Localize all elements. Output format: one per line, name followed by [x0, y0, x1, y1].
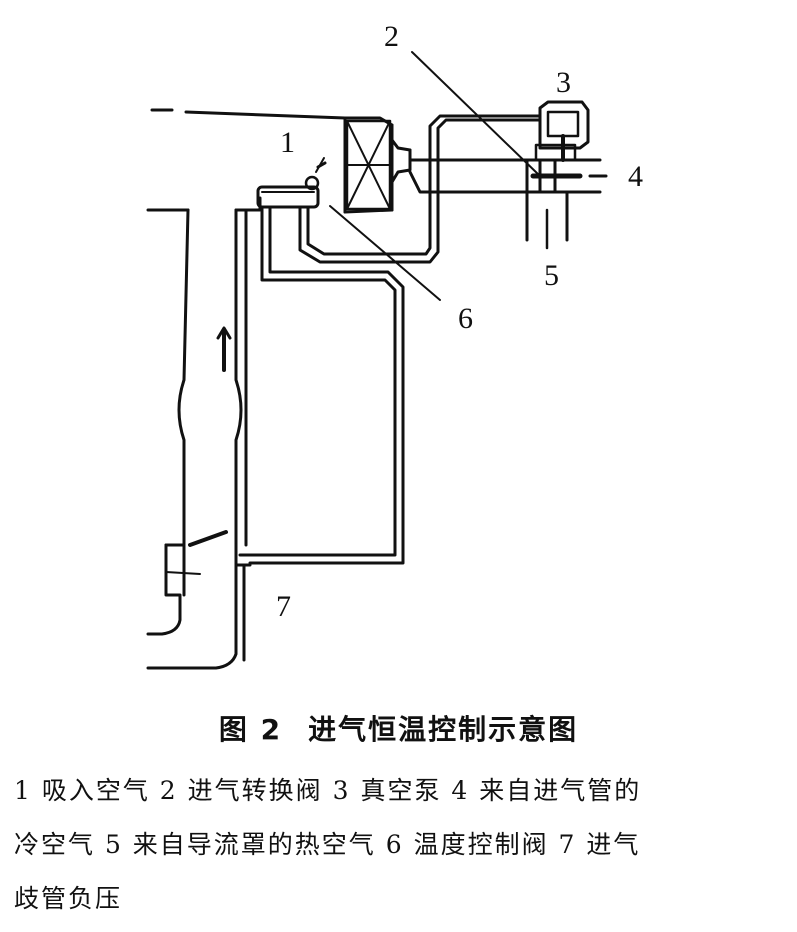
flow-arrows: [188, 174, 608, 547]
vacuum-pump: [538, 100, 590, 162]
callout-7: 7: [276, 590, 291, 623]
air-filter-housing: [343, 116, 412, 214]
figure-legend: 1 吸入空气 2 进气转换阀 3 真空泵 4 来自进气管的 冷空气 5 来自导流…: [14, 764, 784, 926]
intake-temperature-control-diagram: 1 2 3 4 5 6 7: [146, 20, 643, 670]
callout-4: 4: [628, 160, 643, 193]
callout-5: 5: [544, 259, 559, 292]
figure-number: 图 2: [218, 713, 283, 746]
legend-line-3: 歧管负压: [14, 884, 123, 913]
legend-line-1: 1 吸入空气 2 进气转换阀 3 真空泵 4 来自进气管的: [14, 776, 642, 805]
vacuum-line-6-to-3: [298, 114, 542, 264]
figure-caption: 图 2 进气恒温控制示意图: [0, 708, 797, 748]
temperature-control-valve: [256, 157, 327, 209]
callout-2: 2: [384, 20, 399, 53]
intake-air-line: [150, 108, 347, 120]
intake-manifold: [146, 196, 262, 670]
callout-3: 3: [556, 66, 571, 99]
callout-6: 6: [458, 302, 473, 335]
figure-title: 进气恒温控制示意图: [308, 713, 579, 746]
legend-line-2: 冷空气 5 来自导流罩的热空气 6 温度控制阀 7 进气: [14, 830, 641, 859]
leader-lines: [329, 51, 541, 301]
callout-1: 1: [280, 126, 295, 159]
vacuum-line-6-to-7: [238, 205, 405, 565]
intake-changeover-valve: [408, 143, 602, 242]
